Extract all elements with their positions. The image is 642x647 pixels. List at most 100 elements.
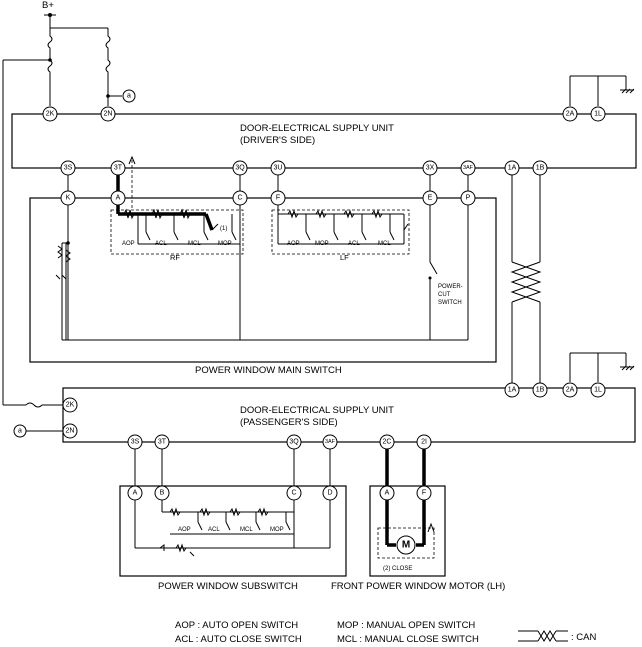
svg-text:D: D — [327, 490, 332, 497]
ground-symbol-driver — [569, 75, 635, 106]
rf-group-label: RF — [170, 253, 180, 262]
svg-text:C: C — [291, 490, 296, 497]
svg-text:F: F — [422, 490, 426, 497]
subswitch-box — [119, 485, 347, 577]
svg-text:B: B — [160, 490, 165, 497]
main-pin-p: P — [460, 190, 476, 206]
svg-text:MCL: MCL — [188, 241, 201, 247]
passenger-pin-3af: 3AF — [322, 434, 338, 450]
main-pin-f: F — [270, 190, 286, 206]
lf-switch-group — [271, 209, 410, 255]
svg-text:P: P — [466, 195, 471, 202]
svg-text:a: a — [18, 428, 22, 435]
svg-text:ACL: ACL — [155, 241, 167, 247]
svg-text:AOP: AOP — [178, 527, 191, 533]
driver-supply-unit-title: DOOR-ELECTRICAL SUPPLY UNIT — [240, 123, 394, 134]
driver-supply-unit-box — [11, 113, 637, 169]
driver-pin-3s: 3S — [60, 160, 76, 176]
svg-text:1A: 1A — [508, 387, 517, 394]
motor-title: FRONT POWER WINDOW MOTOR (LH) — [331, 581, 505, 592]
svg-text:MCL: MCL — [378, 241, 391, 247]
main-switch-box — [29, 197, 497, 363]
svg-text:3Q: 3Q — [289, 439, 299, 446]
legend-mop: MOP : MANUAL OPEN SWITCH — [337, 620, 475, 631]
illumination-branch — [55, 241, 71, 340]
svg-text:POWER-: POWER- — [438, 284, 463, 290]
passenger-supply-unit-subtitle: (PASSENGER'S SIDE) — [240, 417, 338, 428]
subswitch-circuit — [134, 500, 331, 557]
legend-mcl: MCL : MANUAL CLOSE SWITCH — [337, 634, 479, 645]
fusible-link-2n — [105, 28, 111, 106]
svg-text:2K: 2K — [46, 111, 55, 118]
svg-text:2K: 2K — [66, 402, 75, 409]
svg-text:1A: 1A — [508, 165, 517, 172]
svg-text:2N: 2N — [104, 111, 113, 118]
passenger-pin-1a: 1A — [504, 382, 520, 398]
svg-text:3X: 3X — [426, 165, 435, 172]
fusible-link-2k — [47, 28, 53, 106]
passenger-pin-1b: 1B — [532, 382, 548, 398]
svg-text:3U: 3U — [274, 165, 283, 172]
svg-text:MOP: MOP — [315, 241, 329, 247]
svg-text:2N: 2N — [66, 428, 75, 435]
driver-pin-1b: 1B — [532, 160, 548, 176]
passenger-pin-1l: 1L — [590, 382, 606, 398]
passenger-supply-unit-box — [62, 387, 636, 443]
passenger-pin-2c: 2C — [379, 434, 395, 450]
svg-text:a: a — [127, 93, 131, 100]
main-pin-e: E — [422, 190, 438, 206]
svg-text:MOP: MOP — [270, 527, 284, 533]
svg-text:ACL: ACL — [208, 527, 220, 533]
battery-supply: B+ — [2, 0, 122, 408]
svg-text:CUT: CUT — [438, 292, 451, 298]
svg-text:M: M — [402, 540, 410, 551]
svg-text:3S: 3S — [131, 439, 140, 446]
driver-pin-3x: 3X — [422, 160, 438, 176]
svg-text:MOP: MOP — [218, 241, 232, 247]
passenger-pin-3s: 3S — [127, 434, 143, 450]
svg-text:C: C — [237, 195, 242, 202]
svg-text:A: A — [385, 490, 390, 497]
svg-text:3AF: 3AF — [325, 439, 336, 445]
power-cut-switch: POWER- CUT SWITCH — [428, 261, 463, 306]
svg-text:2A: 2A — [566, 111, 575, 118]
svg-text:1L: 1L — [594, 387, 602, 394]
main-switch-title: POWER WINDOW MAIN SWITCH — [195, 365, 342, 376]
svg-text:2I: 2I — [421, 439, 427, 446]
lf-switch-circuit — [277, 205, 409, 245]
sub-pin-b: B — [154, 485, 170, 501]
svg-text:1B: 1B — [536, 387, 545, 394]
svg-text:2A: 2A — [566, 387, 575, 394]
sub-pin-c: C — [286, 485, 302, 501]
driver-pin-2k: 2K — [42, 106, 58, 122]
current-flow-arrow-rf — [128, 155, 136, 210]
main-pin-c: C — [232, 190, 248, 206]
rf-switch-circuit — [118, 208, 240, 245]
main-pin-a: A — [110, 190, 126, 206]
passenger-pin-2i: 2I — [416, 434, 432, 450]
legend-can: : CAN — [571, 632, 596, 643]
motor-direction-label: (2) CLOSE — [383, 566, 412, 572]
passenger-supply-unit-title: DOOR-ELECTRICAL SUPPLY UNIT — [240, 405, 394, 416]
lf-group-label: LF — [340, 253, 349, 262]
sub-pin-a: A — [127, 485, 143, 501]
motor-pin-f: F — [416, 485, 432, 501]
svg-text:AOP: AOP — [287, 241, 300, 247]
svg-text:MCL: MCL — [240, 527, 253, 533]
svg-text:3T: 3T — [114, 165, 123, 172]
main-pin-k: K — [60, 190, 76, 206]
svg-text:3AF: 3AF — [463, 165, 474, 171]
driver-pin-2a: 2A — [562, 106, 578, 122]
ground-symbol-passenger — [569, 352, 635, 382]
svg-text:E: E — [428, 195, 433, 202]
motor-box — [369, 485, 446, 577]
svg-text:SWITCH: SWITCH — [438, 300, 462, 306]
svg-text:1B: 1B — [536, 165, 545, 172]
legend-aop: AOP : AUTO OPEN SWITCH — [175, 620, 298, 631]
motor-pin-a: A — [379, 485, 395, 501]
svg-text:A: A — [116, 195, 121, 202]
svg-text:(1): (1) — [220, 226, 227, 232]
sub-pin-d: D — [322, 485, 338, 501]
svg-text:K: K — [66, 195, 71, 202]
